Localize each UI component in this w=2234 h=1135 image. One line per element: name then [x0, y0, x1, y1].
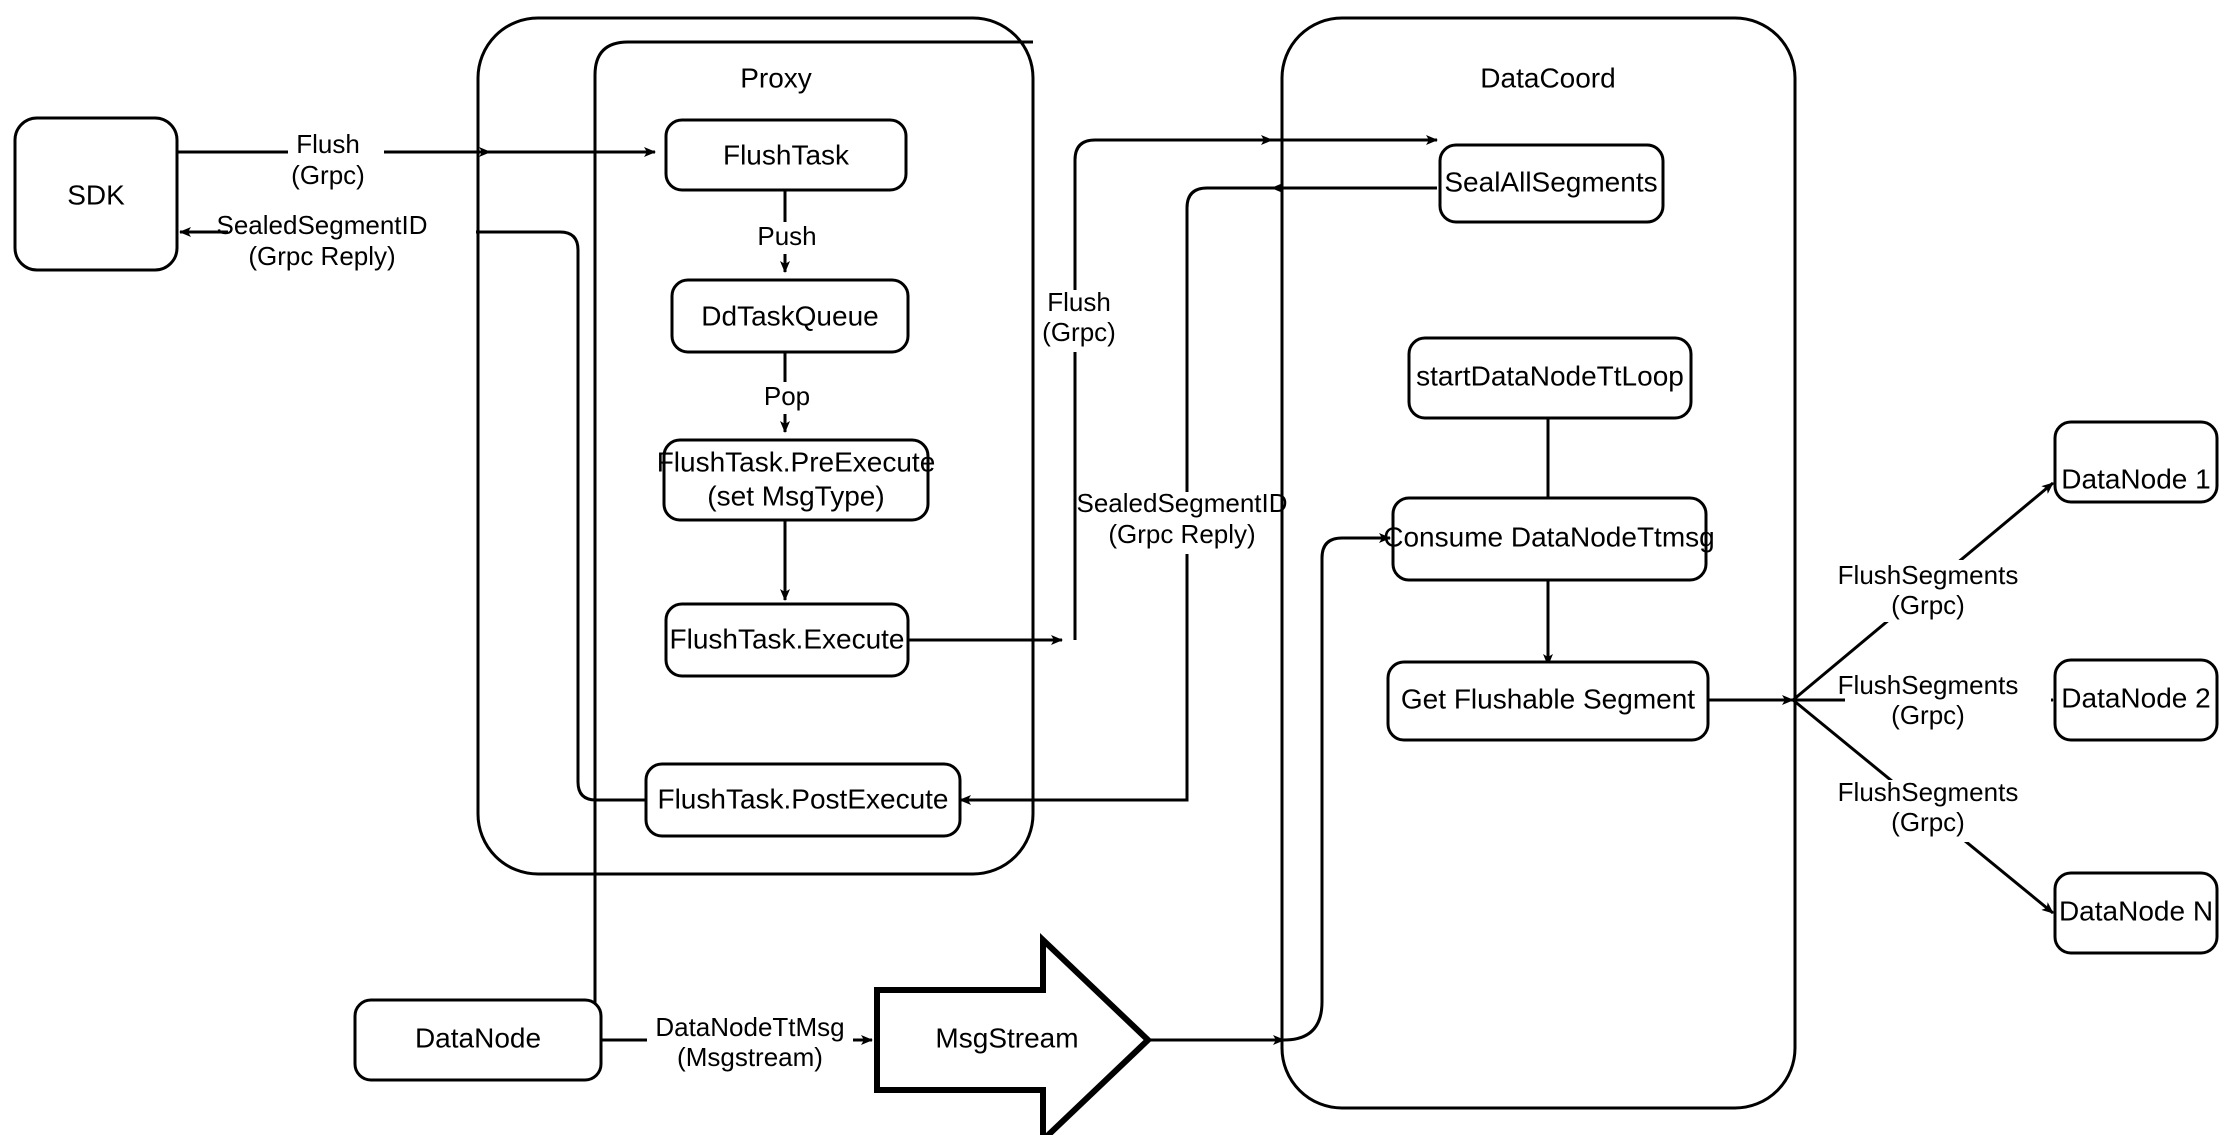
node-flush-task-post-execute[interactable]: FlushTask.PostExecute: [644, 762, 962, 838]
node-datanode-bottom[interactable]: DataNode: [353, 998, 603, 1082]
sdk-label: SDK: [67, 179, 125, 210]
get-flushable-segment-box[interactable]: [1386, 660, 1710, 742]
edge-label-sealed-datacoord-line2: (Grpc Reply): [1108, 519, 1255, 549]
flush-task-post-execute-box[interactable]: [644, 762, 962, 838]
edge-label-datanodettmsg-line1: DataNodeTtMsg: [655, 1012, 844, 1042]
get-flushable-segment-label: Get Flushable Segment: [1401, 683, 1695, 714]
flush-task-label: FlushTask: [723, 139, 850, 170]
edge-label-flush-segments-2: FlushSegments (Grpc): [1838, 670, 2051, 734]
edge-proxy-to-datacoord-flush: [1073, 135, 1273, 640]
node-flush-task-execute[interactable]: FlushTask.Execute: [664, 602, 910, 678]
start-datanode-tt-loop-label: startDataNodeTtLoop: [1416, 360, 1684, 391]
edge-label-flushsegments-n-line1: FlushSegments: [1838, 777, 2019, 807]
edge-label-flush-datacoord-line2: (Grpc): [1042, 317, 1116, 347]
datanode-2-box[interactable]: [2053, 658, 2219, 742]
seal-all-segments-box[interactable]: [1438, 143, 1665, 224]
consume-datanode-ttmsg-label: Consume DataNodeTtmsg: [1383, 521, 1714, 552]
start-datanode-tt-loop-box[interactable]: [1407, 336, 1693, 420]
node-flush-task[interactable]: FlushTask: [664, 118, 908, 192]
edge-label-flushsegments-n-line2: (Grpc): [1891, 807, 1965, 837]
datanode-n-label: DataNode N: [2059, 895, 2213, 926]
datanode-2-label: DataNode 2: [2061, 682, 2210, 713]
flush-task-post-execute-label: FlushTask.PostExecute: [657, 783, 948, 814]
edge-label-datanodettmsg-line2: (Msgstream): [677, 1042, 823, 1072]
edge-label-sealedsegmentid-line2: (Grpc Reply): [248, 241, 395, 271]
datacoord-container-label: DataCoord: [1480, 62, 1615, 93]
datanode-bottom-label: DataNode: [415, 1022, 541, 1053]
edge-label-flushsegments-1-line1: FlushSegments: [1838, 560, 2019, 590]
flush-task-execute-box[interactable]: [664, 602, 910, 678]
edge-label-proxy-to-datacoord: Flush (Grpc): [1040, 287, 1138, 352]
flush-task-pre-execute-label-line2: (set MsgType): [707, 480, 884, 511]
node-datanode-n[interactable]: DataNode N: [2053, 871, 2219, 955]
node-flush-task-pre-execute[interactable]: FlushTask.PreExecute (set MsgType): [657, 438, 936, 522]
dd-task-queue-label: DdTaskQueue: [701, 300, 878, 331]
edge-label-flushsegments-1-line2: (Grpc): [1891, 590, 1965, 620]
edge-postexecute-to-sdk-reply: [500, 230, 646, 802]
datanode-n-box[interactable]: [2053, 871, 2219, 955]
edge-label-flushsegments-2-line1: FlushSegments: [1838, 670, 2019, 700]
node-sdk[interactable]: SDK: [13, 116, 179, 272]
edge-label-flush-grpc-line1: Flush: [296, 129, 360, 159]
edge-label-flush-segments-n: FlushSegments (Grpc): [1838, 777, 2051, 842]
edge-label-sdk-to-proxy: Flush (Grpc): [288, 129, 384, 190]
node-get-flushable-segment[interactable]: Get Flushable Segment: [1386, 660, 1710, 742]
edge-datacoord-to-proxy-sealedsegmentid: [959, 186, 1437, 805]
edge-label-pop-text: Pop: [764, 381, 810, 411]
flush-task-execute-label: FlushTask.Execute: [670, 623, 905, 654]
seal-all-segments-label: SealAllSegments: [1444, 166, 1657, 197]
edge-label-sealed-datacoord-line1: SealedSegmentID: [1076, 488, 1287, 518]
edge-label-datacoord-to-proxy: SealedSegmentID (Grpc Reply): [1076, 488, 1288, 554]
edge-label-pop: Pop: [752, 381, 820, 414]
flush-task-pre-execute-label-line1: FlushTask.PreExecute: [657, 446, 936, 477]
edge-proxy-left-vertical: [593, 40, 1033, 1052]
node-datanode-2[interactable]: DataNode 2: [2053, 658, 2219, 742]
edge-label-flushsegments-2-line2: (Grpc): [1891, 700, 1965, 730]
node-datanode-1[interactable]: DataNode 1: [2053, 420, 2219, 504]
edge-label-flush-datacoord-line1: Flush: [1047, 287, 1111, 317]
proxy-container-label: Proxy: [740, 62, 812, 93]
edge-label-proxy-to-sdk: SealedSegmentID (Grpc Reply): [216, 210, 476, 271]
edge-label-push: Push: [748, 221, 826, 254]
edge-label-flush-segments-1: FlushSegments (Grpc): [1838, 560, 2051, 622]
node-consume-datanode-ttmsg[interactable]: Consume DataNodeTtmsg: [1383, 496, 1715, 582]
msgstream-arrow-shape[interactable]: [874, 933, 1153, 1135]
datanode-1-label: DataNode 1: [2061, 463, 2210, 494]
datanode-bottom-box[interactable]: [353, 998, 603, 1082]
edge-label-datanode-ttmsg: DataNodeTtMsg (Msgstream): [647, 1012, 853, 1072]
edge-label-push-text: Push: [757, 221, 816, 251]
flush-task-box[interactable]: [664, 118, 908, 192]
datanode-1-box[interactable]: [2053, 420, 2219, 504]
edge-label-flush-grpc-line2: (Grpc): [291, 160, 365, 190]
edge-msgstream-to-consume: [1283, 533, 1391, 1042]
edge-label-sealedsegmentid-line1: SealedSegmentID: [216, 210, 427, 240]
node-seal-all-segments[interactable]: SealAllSegments: [1438, 143, 1665, 224]
msgstream-label: MsgStream: [935, 1022, 1078, 1053]
flush-task-pre-execute-box[interactable]: [662, 438, 930, 522]
consume-datanode-ttmsg-box[interactable]: [1391, 496, 1708, 582]
node-msgstream[interactable]: MsgStream: [874, 933, 1153, 1135]
node-start-datanode-tt-loop[interactable]: startDataNodeTtLoop: [1407, 336, 1693, 420]
sdk-box[interactable]: [13, 116, 179, 272]
node-dd-task-queue[interactable]: DdTaskQueue: [670, 278, 910, 354]
dd-task-queue-box[interactable]: [670, 278, 910, 354]
